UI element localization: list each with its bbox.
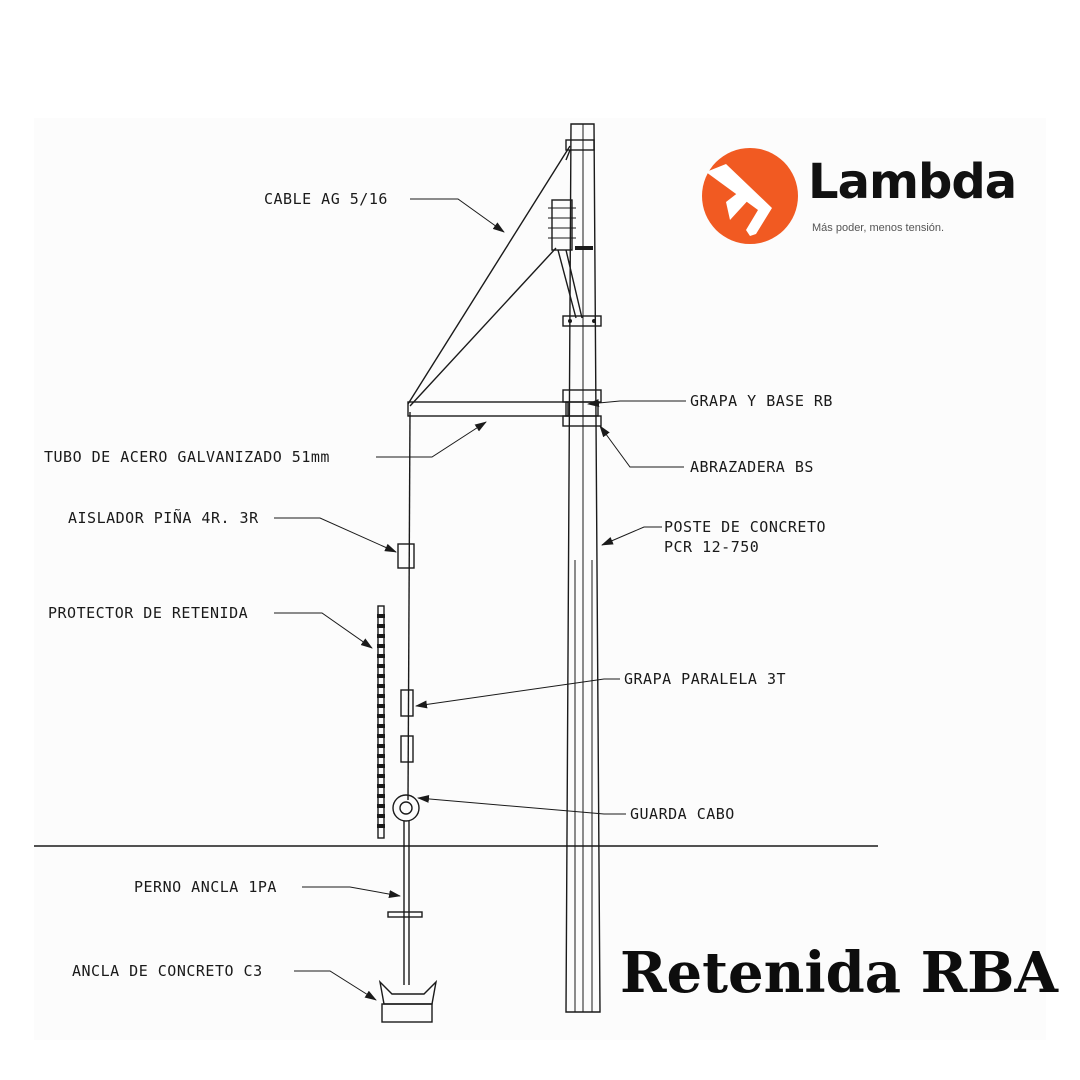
guard-tick	[377, 734, 385, 738]
parallel-clamp-upper	[400, 689, 414, 717]
label-protector: PROTECTOR DE RETENIDA	[48, 604, 248, 622]
guard-tick	[377, 724, 385, 728]
label-poste-line2: PCR 12-750	[664, 538, 759, 556]
guard-tick	[377, 634, 385, 638]
label-grapa-paralela: GRAPA PARALELA 3T	[624, 670, 786, 688]
clamp-base-rb	[562, 389, 602, 427]
guard-tick	[377, 664, 385, 668]
steel-tube-arm	[407, 401, 569, 417]
callout-labels: CABLE AG 5/16 GRAPA Y BASE RB TUBO DE AC…	[44, 190, 833, 980]
lambda-circle-icon	[702, 148, 798, 244]
guard-tick	[377, 614, 385, 618]
label-tubo: TUBO DE ACERO GALVANIZADO 51mm	[44, 448, 330, 466]
guard-tick	[377, 744, 385, 748]
guy-guard	[377, 605, 385, 839]
concrete-anchor	[378, 979, 438, 1023]
diagram-title: Retenida RBA	[620, 940, 1058, 1006]
label-guarda-cabo: GUARDA CABO	[630, 805, 735, 823]
label-ancla: ANCLA DE CONCRETO C3	[72, 962, 263, 980]
guard-tick	[377, 774, 385, 778]
label-aislador: AISLADOR PIÑA 4R. 3R	[68, 508, 259, 527]
guard-tick	[377, 684, 385, 688]
brand-name: Lambda	[808, 154, 1017, 210]
guard-tick	[377, 654, 385, 658]
guard-tick	[377, 784, 385, 788]
thimble	[392, 794, 420, 822]
drawing-background	[34, 118, 1046, 1040]
strain-insulator	[397, 543, 415, 569]
guard-tick	[377, 754, 385, 758]
label-poste-line1: POSTE DE CONCRETO	[664, 518, 826, 536]
parallel-clamp-lower	[400, 735, 414, 763]
guard-tick	[377, 644, 385, 648]
anchor-rod	[387, 821, 423, 985]
guard-tick	[377, 714, 385, 718]
label-abrazadera: ABRAZADERA BS	[690, 458, 814, 476]
brand-tagline: Más poder, menos tensión.	[812, 222, 945, 234]
guard-tick	[377, 764, 385, 768]
label-perno: PERNO ANCLA 1PA	[134, 878, 277, 896]
guard-tick	[377, 794, 385, 798]
guard-tick	[377, 804, 385, 808]
guard-tick	[377, 704, 385, 708]
guy-cable	[407, 145, 571, 801]
leader-lines	[274, 198, 686, 1001]
guard-tick	[377, 624, 385, 628]
guard-tick	[377, 814, 385, 818]
concrete-pole	[548, 123, 602, 1013]
brand-logo: Lambda Más poder, menos tensión.	[700, 142, 1020, 252]
guard-tick	[377, 824, 385, 828]
label-cable: CABLE AG 5/16	[264, 190, 388, 208]
guard-tick	[377, 694, 385, 698]
guard-tick	[377, 674, 385, 678]
label-grapa-base: GRAPA Y BASE RB	[690, 392, 833, 410]
